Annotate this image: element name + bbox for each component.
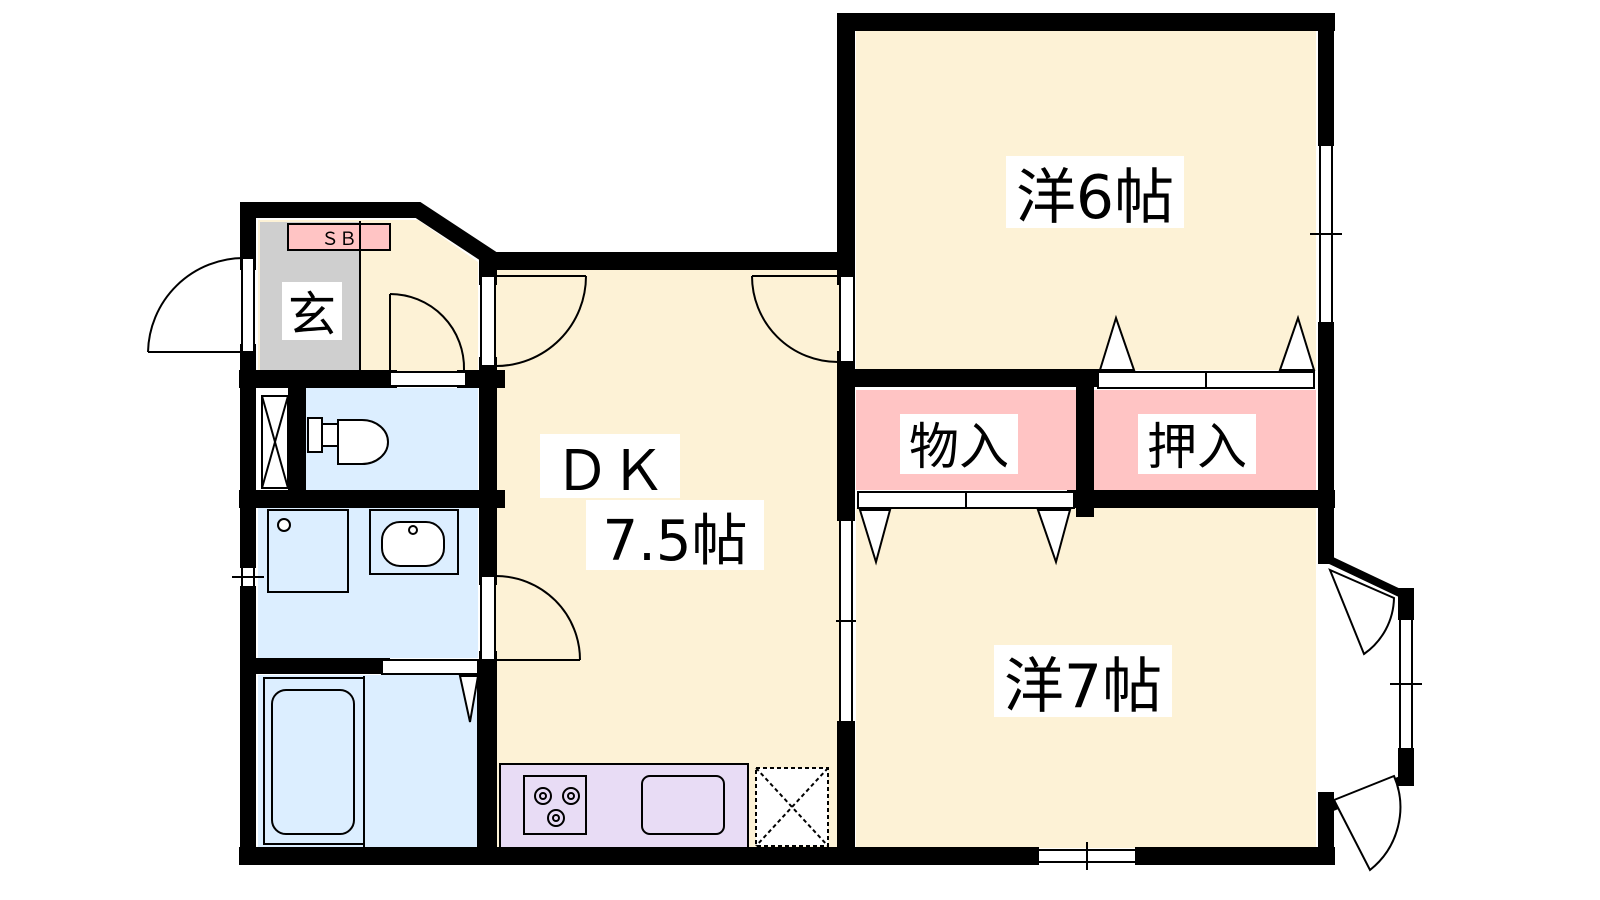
window-western-6 <box>1310 138 1342 330</box>
fridge-space-icon <box>755 767 829 847</box>
label-storage-oshi: 押入 <box>1147 418 1247 476</box>
window-dk-side <box>836 512 856 730</box>
fixtures <box>261 395 829 847</box>
doors <box>147 257 1402 872</box>
label-dk-size: 7.5帖 <box>602 509 747 574</box>
label-shoe-box: ＳＢ <box>321 229 357 250</box>
windows <box>232 138 1422 870</box>
washroom-door <box>480 575 581 661</box>
label-entrance: 玄 <box>288 287 336 343</box>
stove-icon <box>523 775 587 835</box>
mono-doors <box>857 491 1075 566</box>
sink-icon <box>641 775 725 835</box>
toilet-icon <box>307 417 389 465</box>
dk-entry-door <box>480 275 587 367</box>
oshi-doors <box>1097 314 1316 389</box>
floors <box>258 30 1316 849</box>
label-dk: ＤＫ <box>554 439 666 504</box>
wash-basin-icon <box>369 509 459 575</box>
labels: 洋6帖 洋7帖 ＤＫ 7.5帖 物入 押入 玄 ＳＢ <box>282 156 1256 722</box>
front-door <box>147 257 255 353</box>
label-western-7: 洋7帖 <box>1004 652 1162 722</box>
bathtub-icon <box>263 677 365 845</box>
label-storage-mono: 物入 <box>909 418 1009 476</box>
shoe-box <box>287 223 391 251</box>
western-6-door <box>751 275 855 363</box>
washing-machine-icon <box>267 509 349 593</box>
window-washroom <box>232 560 264 594</box>
bay-door-upper <box>1328 568 1396 656</box>
bathroom-door <box>363 659 480 848</box>
window-bay <box>1390 612 1422 756</box>
walls <box>239 13 1414 865</box>
toilet-door <box>389 293 467 387</box>
label-western-6: 洋6帖 <box>1016 163 1174 233</box>
closet-x-icon <box>261 395 289 489</box>
bay-door-lower <box>1332 774 1402 872</box>
window-western-7-bottom <box>1030 842 1144 870</box>
